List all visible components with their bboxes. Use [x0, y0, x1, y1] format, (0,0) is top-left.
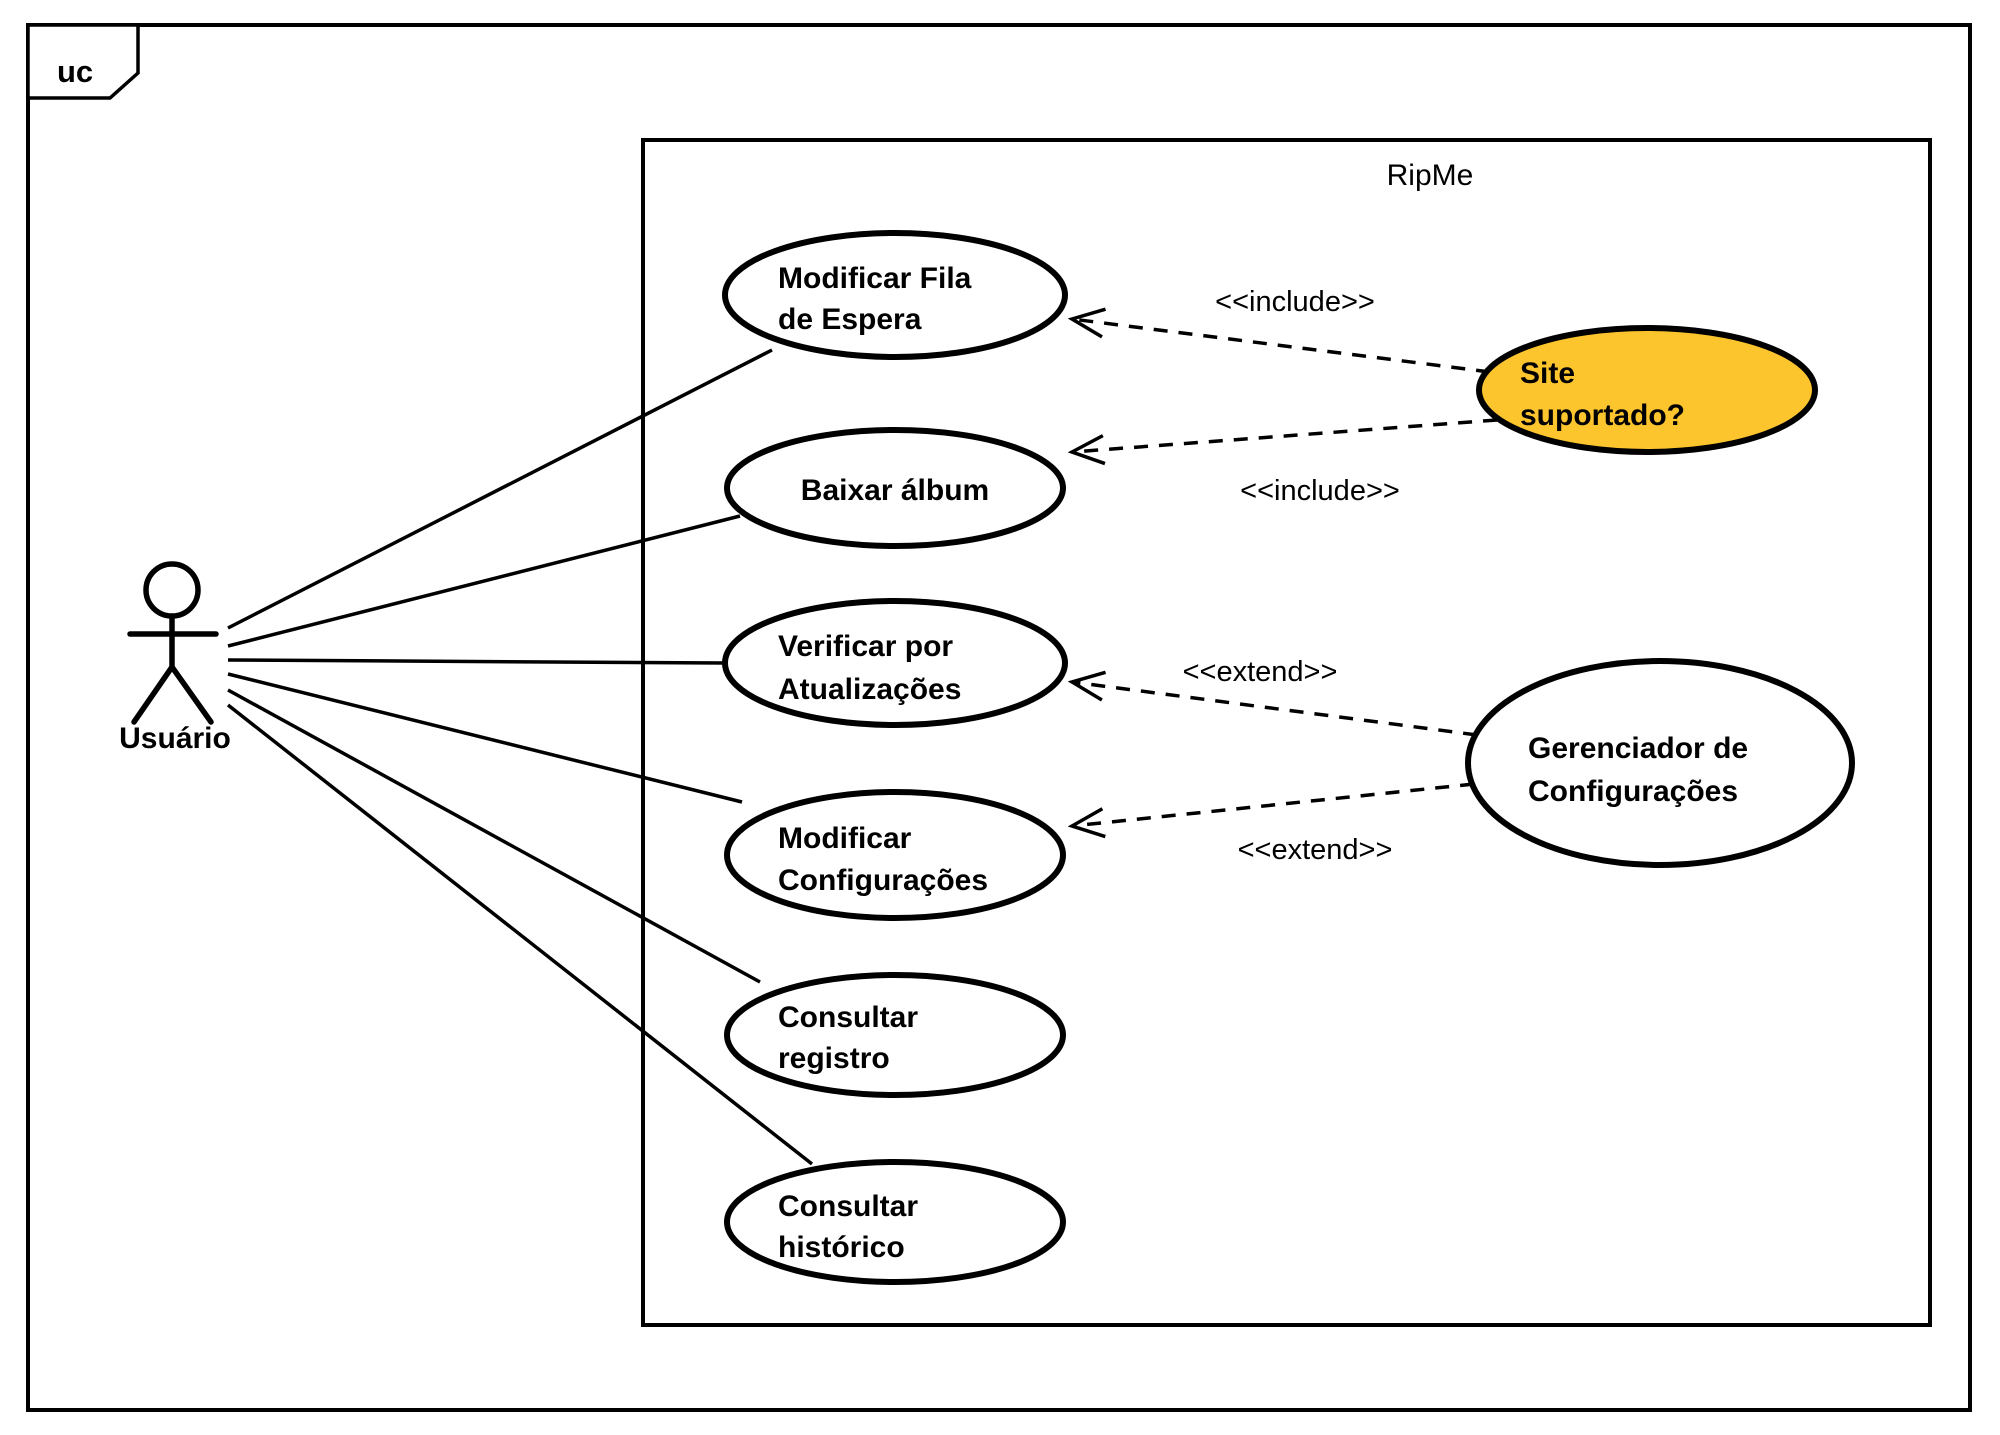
- association-usuario-verificar-atualizacoes: [227, 658, 726, 665]
- frame-tag-label: uc: [57, 54, 93, 89]
- usecase-label-line1: Consultar: [778, 1190, 918, 1223]
- usecase-baixar-album: Baixar álbum: [724, 427, 1066, 549]
- usecase-label-line1: Verificar por: [778, 630, 953, 663]
- actor-usuario: Usuário: [119, 561, 231, 755]
- usecase-label-line2: registro: [778, 1042, 890, 1075]
- usecase-consultar-registro: Consultar registro: [724, 972, 1066, 1098]
- usecase-label-line2: Configurações: [778, 864, 988, 897]
- usecase-modificar-fila-de-espera: Modificar Fila de Espera: [722, 230, 1068, 360]
- usecase-verificar-por-atualizacoes: Verificar por Atualizações: [722, 598, 1068, 728]
- system-title: RipMe: [1387, 159, 1474, 192]
- usecase-label-line2: Atualizações: [778, 673, 961, 706]
- usecase-ellipse: [724, 1159, 1066, 1285]
- frame-tag-pentagon: [26, 23, 140, 100]
- usecase-ellipse: [722, 230, 1068, 360]
- association-usuario-modificar-fila: [227, 348, 773, 630]
- usecase-consultar-historico: Consultar histórico: [724, 1159, 1066, 1285]
- usecase-ellipse-highlighted: [1476, 325, 1818, 455]
- include-label-modificar-fila: <<include>>: [1215, 286, 1375, 318]
- extend-label-verificar: <<extend>>: [1183, 656, 1338, 688]
- usecase-label-line2: suportado?: [1520, 399, 1685, 432]
- actor-label: Usuário: [119, 722, 231, 755]
- include-arrow-site-to-modificar-fila: [1072, 319, 1491, 374]
- association-usuario-baixar-album: [227, 514, 741, 648]
- usecase-ellipse: [1465, 658, 1855, 868]
- actor-left-leg-icon: [131, 664, 175, 725]
- extend-arrow-gerenciador-to-verificar: [1072, 682, 1478, 737]
- usecase-modificar-configuracoes: Modificar Configurações: [724, 789, 1066, 921]
- usecase-label-line1: Gerenciador de: [1528, 732, 1748, 765]
- usecase-gerenciador-de-configuracoes: Gerenciador de Configurações: [1465, 658, 1855, 868]
- usecase-label-line1: Modificar Fila: [778, 262, 972, 295]
- association-usuario-consultar-registro: [227, 688, 761, 984]
- actor-right-leg-icon: [169, 664, 214, 725]
- extend-arrow-gerenciador-to-modificar-config: [1072, 782, 1475, 826]
- association-usuario-consultar-historico: [226, 703, 814, 1166]
- usecase-label-line1: Baixar álbum: [801, 474, 989, 507]
- include-arrow-site-to-baixar-album: [1072, 418, 1498, 452]
- usecase-label-line2: Configurações: [1528, 775, 1738, 808]
- usecase-label-line1: Consultar: [778, 1001, 918, 1034]
- usecase-label-line1: Site: [1520, 357, 1575, 390]
- usecase-label-line2: de Espera: [778, 303, 922, 336]
- usecase-label-line1: Modificar: [778, 822, 912, 855]
- usecase-site-suportado: Site suportado?: [1476, 325, 1818, 455]
- usecase-label-line2: histórico: [778, 1231, 905, 1264]
- usecase-ellipse: [722, 598, 1068, 728]
- include-label-baixar-album: <<include>>: [1240, 475, 1400, 507]
- dependency-arrows: [1072, 319, 1498, 826]
- association-lines: [226, 348, 814, 1166]
- association-usuario-modificar-configuracoes: [227, 672, 743, 804]
- usecase-ellipse: [724, 972, 1066, 1098]
- usecase-ellipse: [724, 427, 1066, 549]
- extend-label-modificar-config: <<extend>>: [1238, 834, 1393, 866]
- usecase-ellipse: [724, 789, 1066, 921]
